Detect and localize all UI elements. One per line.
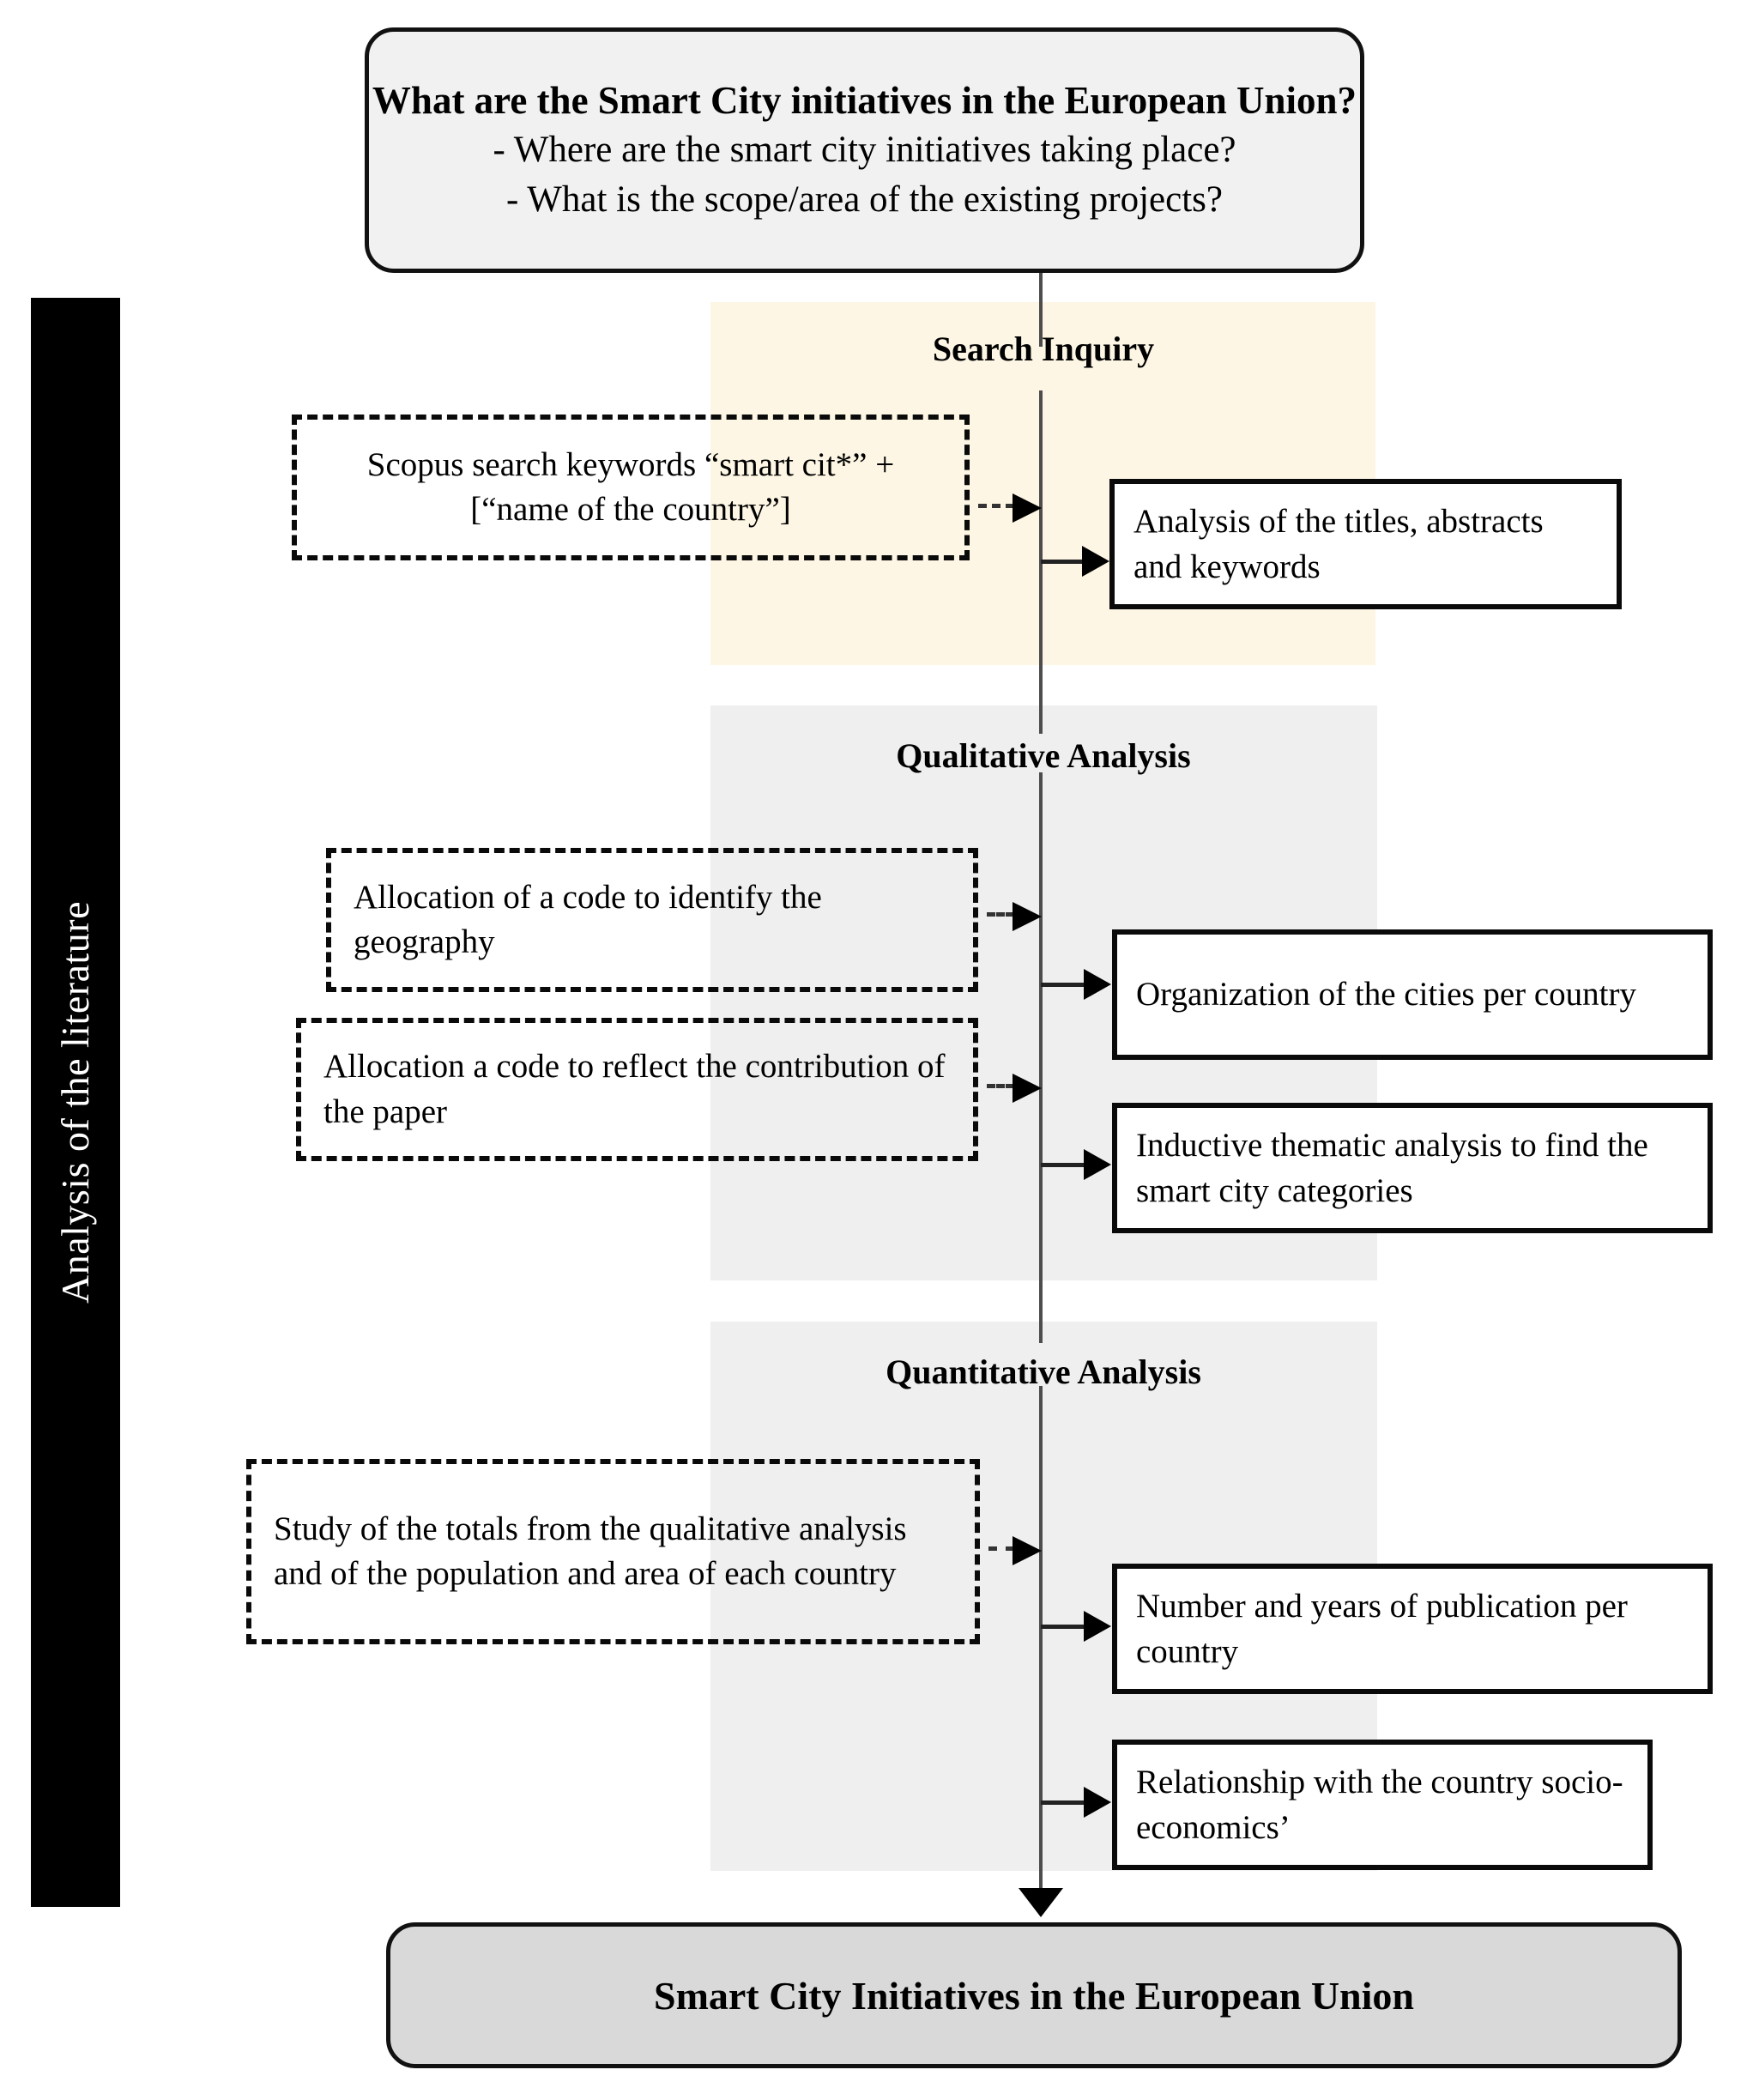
input-box-code-geography-text: Allocation of a code to identify the geo…: [354, 878, 822, 960]
input-box-scopus-keywords: Scopus search keywords “smart cit*” + [“…: [292, 415, 970, 560]
input-box-scopus-keywords-text: Scopus search keywords “smart cit*” + [“…: [366, 445, 895, 528]
dashed-connector-arrow-qualitative-1: [987, 902, 1042, 931]
input-box-study-totals: Study of the totals from the qualitative…: [246, 1459, 980, 1644]
output-box-number-years-publication-text: Number and years of publication per coun…: [1136, 1587, 1628, 1670]
input-box-code-contribution-text: Allocation a code to reflect the contrib…: [323, 1048, 946, 1130]
research-question-box: What are the Smart City initiatives in t…: [365, 27, 1364, 273]
arrowhead-icon: [1013, 1536, 1042, 1565]
flow-spine-segment-transition: [1039, 1133, 1043, 1343]
output-box-inductive-thematic: Inductive thematic analysis to find the …: [1112, 1103, 1713, 1233]
arrowhead-icon: [1084, 1611, 1111, 1642]
arrowhead-icon: [1013, 1074, 1042, 1103]
output-box-relationship-socioeconomics: Relationship with the country socio-econ…: [1112, 1740, 1653, 1870]
flow-spine-segment-top: [1039, 273, 1043, 347]
dashed-connector-arrow-quantitative: [988, 1536, 1042, 1565]
dashed-connector-arrow-search: [978, 493, 1042, 523]
output-box-inductive-thematic-text: Inductive thematic analysis to find the …: [1136, 1126, 1648, 1209]
arrowhead-icon: [1084, 969, 1111, 1000]
arrowhead-icon: [1013, 493, 1042, 523]
vertical-label-strip: Analysis of the literature: [31, 298, 120, 1907]
output-box-analysis-titles: Analysis of the titles, abstracts and ke…: [1109, 479, 1622, 609]
solid-connector-arrow-quantitative-1: [1041, 1611, 1111, 1642]
vertical-label-wrapper: Analysis of the literature: [31, 298, 120, 1907]
dashed-connector-arrow-qualitative-2: [987, 1074, 1042, 1103]
output-box-organization-cities-text: Organization of the cities per country: [1136, 976, 1637, 1014]
output-box-organization-cities: Organization of the cities per country: [1112, 929, 1713, 1060]
solid-connector-arrow-qualitative-1: [1041, 969, 1111, 1000]
solid-connector-arrow-qualitative-2: [1041, 1149, 1111, 1180]
research-question-sub-2: - What is the scope/area of the existing…: [505, 179, 1223, 220]
conclusion-box-title: Smart City Initiatives in the European U…: [653, 1973, 1415, 2018]
arrowhead-icon: [1082, 546, 1109, 577]
section-title-quantitative-analysis: Quantitative Analysis: [886, 1353, 1201, 1391]
input-box-code-geography: Allocation of a code to identify the geo…: [326, 848, 978, 992]
input-box-study-totals-text: Study of the totals from the qualitative…: [274, 1510, 907, 1592]
section-title-search-inquiry: Search Inquiry: [932, 330, 1155, 368]
input-box-code-contribution: Allocation a code to reflect the contrib…: [296, 1018, 978, 1161]
research-question-main: What are the Smart City initiatives in t…: [372, 78, 1357, 122]
flow-spine-segment-qualitative: [1039, 772, 1043, 1133]
output-box-relationship-socioeconomics-text: Relationship with the country socio-econ…: [1136, 1763, 1623, 1846]
conclusion-box: Smart City Initiatives in the European U…: [386, 1922, 1682, 2068]
arrowhead-icon: [1084, 1787, 1111, 1818]
solid-connector-arrow-search: [1041, 546, 1109, 577]
vertical-label-text: Analysis of the literature: [53, 900, 98, 1304]
arrowhead-icon: [1013, 902, 1042, 931]
flow-spine-arrowhead-icon: [1019, 1888, 1063, 1917]
section-title-qualitative-analysis: Qualitative Analysis: [896, 736, 1191, 775]
output-box-number-years-publication: Number and years of publication per coun…: [1112, 1564, 1713, 1694]
solid-connector-arrow-quantitative-2: [1041, 1787, 1111, 1818]
arrowhead-icon: [1084, 1149, 1111, 1180]
research-question-sub-1: - Where are the smart city initiatives t…: [493, 130, 1236, 171]
output-box-analysis-titles-text: Analysis of the titles, abstracts and ke…: [1133, 502, 1544, 585]
flow-spine-segment-quantitative: [1039, 1386, 1043, 1912]
